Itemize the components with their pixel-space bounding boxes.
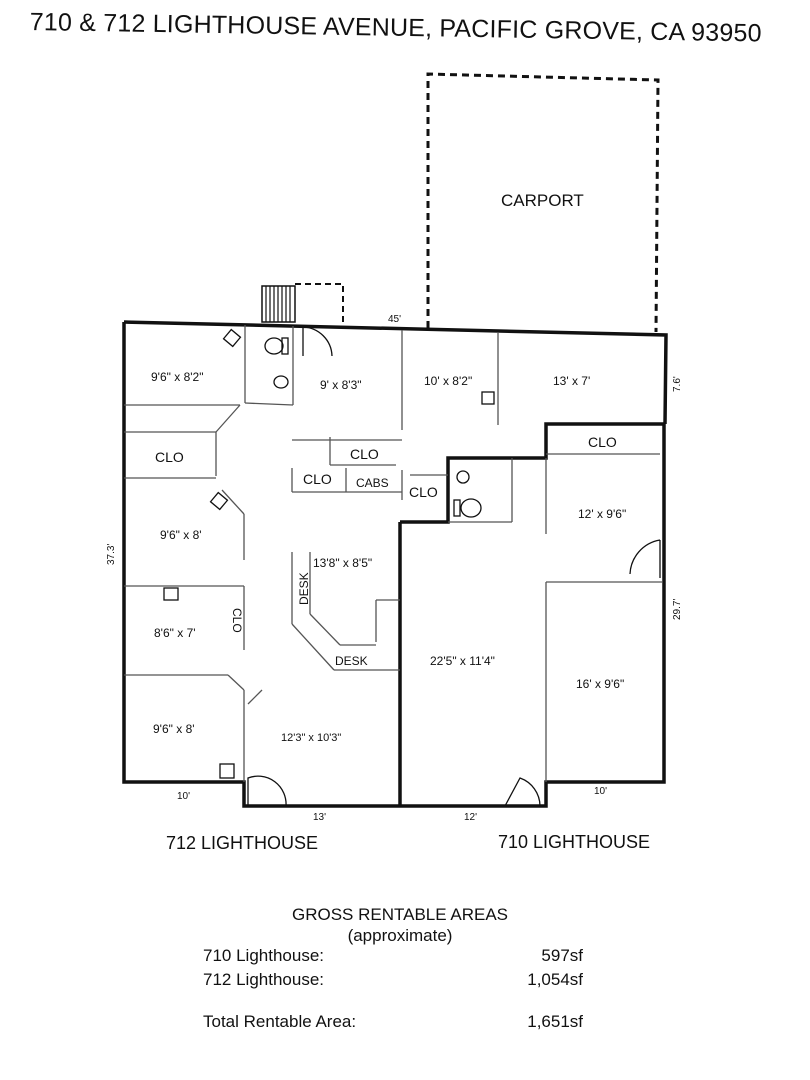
closet-label: CLO	[409, 484, 438, 500]
areas-subheading: (approximate)	[347, 926, 453, 945]
closet-label: CLO	[155, 449, 184, 465]
dimension-bottom-mid-right: 12'	[464, 812, 477, 823]
dimension-right-lower: 29.7'	[672, 599, 683, 620]
dimension-bottom-mid-left: 13'	[313, 812, 326, 823]
dimension-left: 37.3'	[106, 544, 117, 565]
rentable-areas-table: GROSS RENTABLE AREAS (approximate) 710 L…	[195, 905, 595, 1036]
room-label: 9'6" x 8'	[160, 528, 202, 542]
area-row-value: 1,054sf	[527, 970, 583, 989]
dimension-bottom-right: 10'	[594, 786, 607, 797]
areas-heading: GROSS RENTABLE AREAS	[291, 905, 509, 924]
area-total-label: Total Rentable Area:	[203, 1012, 357, 1031]
unit-label-710: 710 LIGHTHOUSE	[498, 832, 651, 852]
desk-label-vertical: DESK	[297, 572, 311, 605]
room-label: 12'3" x 10'3"	[281, 732, 341, 744]
area-row: 712 Lighthouse: 1,054sf	[195, 970, 595, 994]
carport-outline	[426, 72, 660, 333]
exterior-walls	[122, 320, 668, 808]
dimension-bottom-left: 10'	[177, 791, 190, 802]
carport-label: CARPORT	[501, 191, 584, 210]
dimension-top: 45'	[388, 314, 401, 325]
room-label: 12' x 9'6"	[578, 507, 626, 521]
room-label: 9'6" x 8'2"	[151, 370, 203, 384]
area-row-value: 597sf	[541, 946, 583, 965]
floor-plan: CARPORT	[106, 72, 683, 823]
room-label: 13'8" x 8'5"	[313, 556, 372, 570]
area-row: 710 Lighthouse: 597sf	[195, 946, 595, 970]
entry-stairs	[261, 283, 344, 324]
door-swings	[247, 326, 661, 807]
room-label: 9'6" x 8'	[153, 722, 195, 736]
closet-label: CLO	[588, 434, 617, 450]
desk-label: DESK	[335, 654, 368, 668]
cabinets-label: CABS	[356, 476, 389, 490]
unit-label-712: 712 LIGHTHOUSE	[166, 833, 319, 853]
room-label: 22'5" x 11'4"	[430, 654, 495, 668]
area-total-row: Total Rentable Area: 1,651sf	[195, 1012, 595, 1036]
closet-label: CLO	[303, 471, 332, 487]
area-total-value: 1,651sf	[527, 1012, 583, 1031]
area-row-label: 712 Lighthouse:	[203, 970, 324, 989]
dimension-right-upper: 7.6'	[672, 376, 683, 392]
interior-walls	[124, 325, 662, 782]
room-label: 8'6" x 7'	[154, 626, 196, 640]
room-label: 10' x 8'2"	[424, 374, 472, 388]
room-label: 16' x 9'6"	[576, 677, 624, 691]
closet-label: CLO	[350, 446, 379, 462]
area-row-label: 710 Lighthouse:	[203, 946, 324, 965]
closet-label-vertical: CLO	[230, 608, 244, 633]
room-label: 13' x 7'	[553, 374, 590, 388]
bathroom-fixtures	[163, 328, 495, 779]
room-label: 9' x 8'3"	[320, 378, 362, 392]
